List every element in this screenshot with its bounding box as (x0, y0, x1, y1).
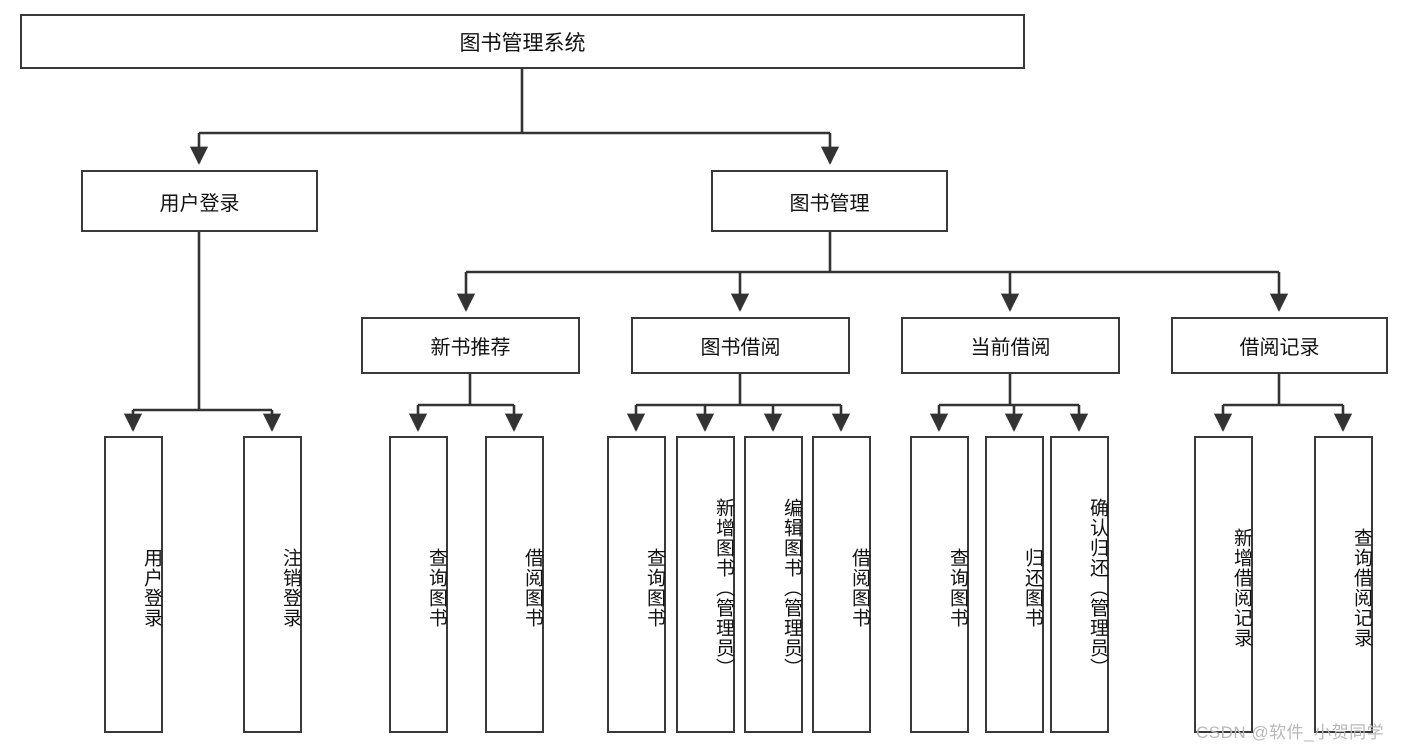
csdn-watermark: CSDN @软件_小贺同学 (1196, 723, 1385, 742)
leaf-query-book-current[interactable]: 查询图书 (910, 436, 969, 733)
node-label: 查询借阅记录 (1351, 527, 1372, 648)
node-label: 借阅图书 (849, 547, 870, 628)
leaf-query-borrow-record[interactable]: 查询借阅记录 (1314, 436, 1373, 733)
leaf-logout-login[interactable]: 注销登录 (243, 436, 302, 733)
node-label: 用户登录 (141, 547, 162, 628)
leaf-add-book-admin[interactable]: 新增图书（管理员） (676, 436, 735, 733)
node-label: 图书管理系统 (459, 31, 586, 55)
leaf-query-book-recommend[interactable]: 查询图书 (389, 436, 448, 733)
node-label: 借阅记录 (1239, 337, 1320, 359)
node-label: 图书借阅 (700, 337, 781, 359)
node-new-book-recommend[interactable]: 新书推荐 (361, 317, 580, 374)
node-label: 归还图书 (1022, 547, 1043, 628)
node-label: 注销登录 (280, 547, 301, 628)
leaf-query-book-borrow[interactable]: 查询图书 (607, 436, 666, 733)
node-label: 查询图书 (644, 547, 665, 628)
node-label: 用户登录 (159, 192, 240, 215)
node-label: 确认归还（管理员） (1087, 497, 1108, 678)
node-label: 编辑图书（管理员） (781, 497, 802, 678)
node-label: 图书管理 (789, 192, 870, 215)
node-label: 当前借阅 (970, 337, 1051, 359)
leaf-add-borrow-record[interactable]: 新增借阅记录 (1194, 436, 1253, 733)
node-label: 查询图书 (947, 547, 968, 628)
leaf-confirm-return-admin[interactable]: 确认归还（管理员） (1050, 436, 1109, 733)
node-borrow-record[interactable]: 借阅记录 (1171, 317, 1388, 374)
leaf-edit-book-admin[interactable]: 编辑图书（管理员） (744, 436, 803, 733)
node-label: 借阅图书 (522, 547, 543, 628)
node-book-management[interactable]: 图书管理 (711, 170, 948, 232)
node-label: 查询图书 (426, 547, 447, 628)
leaf-user-login[interactable]: 用户登录 (104, 436, 163, 733)
node-current-borrow[interactable]: 当前借阅 (901, 317, 1120, 374)
leaf-borrow-book[interactable]: 借阅图书 (812, 436, 871, 733)
node-label: 新增图书（管理员） (713, 497, 734, 678)
node-user-login[interactable]: 用户登录 (81, 170, 318, 232)
leaf-return-book[interactable]: 归还图书 (985, 436, 1044, 733)
node-label: 新增借阅记录 (1231, 527, 1252, 648)
node-label: 新书推荐 (430, 337, 511, 359)
leaf-borrow-book-recommend[interactable]: 借阅图书 (485, 436, 544, 733)
node-root-system[interactable]: 图书管理系统 (20, 14, 1025, 69)
node-book-borrow[interactable]: 图书借阅 (631, 317, 850, 374)
